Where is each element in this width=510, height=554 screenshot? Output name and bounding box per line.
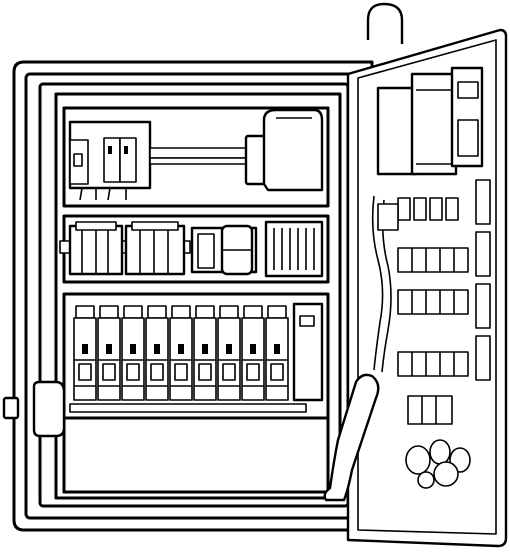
- latch-knob: [2, 396, 20, 420]
- top-compartment-frame: [62, 106, 330, 208]
- drive-shaft: [149, 147, 255, 165]
- cabinet-door: [323, 2, 508, 548]
- door-terminal: [475, 283, 491, 329]
- circuit-breaker: [97, 305, 121, 401]
- latch-handle: [32, 380, 66, 438]
- door-terminal-strip: [475, 179, 491, 381]
- middle-compartment: [59, 214, 330, 284]
- circuit-breaker: [265, 305, 289, 401]
- breaker-row: [73, 305, 289, 401]
- circuit-breaker: [241, 305, 265, 401]
- breaker-end-cap: [292, 302, 324, 402]
- breaker-rail: [69, 403, 307, 413]
- cabinet-outer-frame: [12, 60, 374, 532]
- door-wire-1: [371, 195, 384, 371]
- lower-compartment-frame: [62, 292, 330, 420]
- door-terminal: [475, 231, 491, 277]
- motor-unit: [244, 108, 324, 192]
- door-connector-rows: [397, 247, 469, 425]
- door-handle-tab: [366, 2, 404, 44]
- door-cable-loom: [323, 373, 380, 502]
- vented-module: [264, 220, 324, 278]
- circuit-breaker: [169, 305, 193, 401]
- relay-module: [190, 224, 258, 276]
- door-terminal: [475, 335, 491, 381]
- top-compartment: [62, 106, 330, 208]
- door-terminal: [475, 179, 491, 225]
- circuit-breaker: [121, 305, 145, 401]
- contactor-module: [68, 120, 152, 201]
- circuit-breaker: [73, 305, 97, 401]
- circuit-breaker: [193, 305, 217, 401]
- door-cable-bundle: [405, 439, 471, 489]
- circuit-breaker: [145, 305, 169, 401]
- door-wire-2: [381, 199, 392, 373]
- door-terminal-clips: [377, 197, 459, 231]
- cable-space: [62, 416, 330, 494]
- lower-compartment: [62, 292, 330, 494]
- cabinet-latch: [2, 380, 66, 438]
- terminal-blocks-left: [68, 221, 186, 276]
- circuit-breaker: [217, 305, 241, 401]
- door-top-module: [376, 66, 484, 176]
